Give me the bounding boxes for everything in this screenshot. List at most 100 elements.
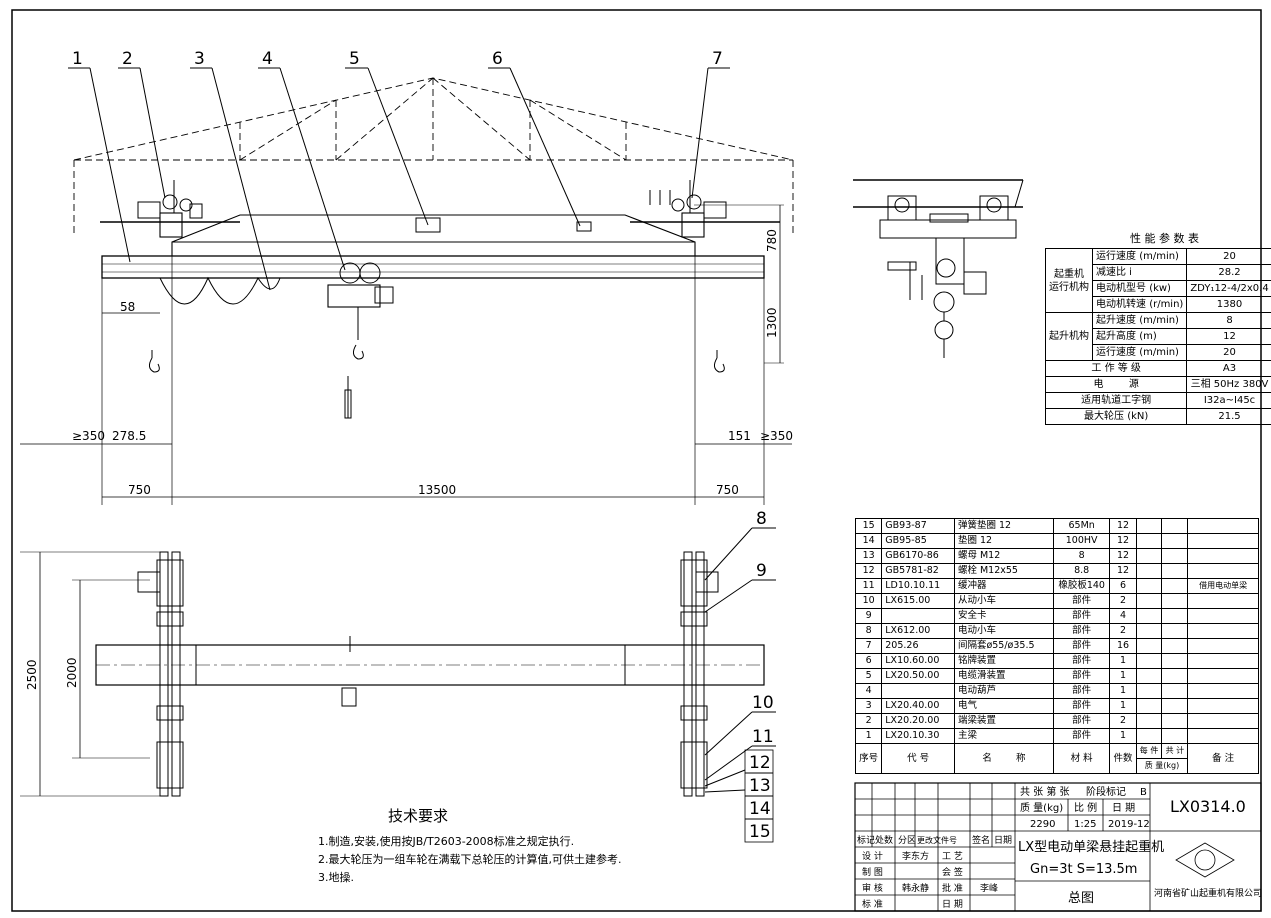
- company-name: 河南省矿山起重机有限公司: [1154, 887, 1262, 899]
- bom-cell-qty: 12: [1109, 563, 1137, 579]
- bom-cell-code: LX20.40.00: [881, 698, 955, 714]
- dim-58: 58: [120, 300, 135, 314]
- bom-cell-empty: [1135, 698, 1163, 714]
- bom-header-material: 材 料: [1052, 743, 1111, 774]
- bom-cell-code: LX20.50.00: [881, 668, 955, 684]
- bom-cell-empty: [1161, 638, 1189, 654]
- callout-9: 9: [756, 561, 767, 581]
- tb-approver: 李峰: [980, 882, 998, 894]
- tb-label-std: 标 准: [862, 898, 883, 910]
- bom-cell-material: 橡胶板140: [1052, 578, 1111, 594]
- callout-7: 7: [712, 49, 723, 69]
- perf-label: 电动机型号 (kw): [1091, 280, 1188, 297]
- bom-cell-material: 8.8: [1052, 563, 1111, 579]
- perf-wide-label: 工 作 等 级: [1044, 360, 1188, 377]
- bom-cell-material: 部件: [1052, 728, 1111, 744]
- tech-line-3: 3.地操.: [318, 870, 354, 884]
- bom-cell-code: [881, 683, 955, 699]
- tb-label-drawn: 制 图: [862, 866, 883, 878]
- callout-1: 1: [72, 49, 83, 69]
- callout-4: 4: [262, 49, 273, 69]
- perf-value: 1380: [1186, 296, 1271, 313]
- bom-header-no: 序号: [854, 743, 883, 774]
- bom-cell-empty: [1135, 548, 1163, 564]
- bom-cell-code: LX20.20.00: [881, 713, 955, 729]
- perf-label: 运行速度 (m/min): [1091, 344, 1188, 361]
- bom-cell-material: 部件: [1052, 653, 1111, 669]
- bom-cell-empty: [1135, 578, 1163, 594]
- bom-cell-empty: [1135, 593, 1163, 609]
- perf-label: 起升速度 (m/min): [1091, 312, 1188, 329]
- bom-cell-material: 65Mn: [1052, 518, 1111, 534]
- bom-cell-empty: [1161, 713, 1189, 729]
- bom-cell-material: 100HV: [1052, 533, 1111, 549]
- tech-line-2: 2.最大轮压为一组车轮在满载下总轮压的计算值,可供土建参考.: [318, 852, 622, 866]
- perf-title: 性 能 参 数 表: [1130, 231, 1199, 245]
- bom-cell-note: [1187, 518, 1259, 534]
- bom-cell-name: 螺母 M12: [953, 548, 1054, 564]
- dim-2000: 2000: [65, 657, 79, 688]
- bom-cell-code: GB5781-82: [881, 563, 955, 579]
- tech-title: 技术要求: [388, 807, 448, 825]
- bom-cell-empty: [1161, 728, 1189, 744]
- bom-cell-name: 垫圈 12: [953, 533, 1054, 549]
- bom-cell-qty: 1: [1109, 653, 1137, 669]
- tb-label-countersign: 会 签: [942, 866, 963, 878]
- bom-cell-empty: [1135, 713, 1163, 729]
- tb-mass: 2290: [1030, 819, 1055, 830]
- bom-cell-note: [1187, 638, 1259, 654]
- title-block: [854, 782, 1262, 912]
- tb-label-count: 处数: [875, 834, 893, 846]
- tb-label-design: 设 计: [862, 850, 883, 862]
- bom-cell-empty: [1135, 563, 1163, 579]
- drawing-subtitle: Gn=3t S=13.5m: [1030, 862, 1137, 877]
- perf-value: 28.2: [1186, 264, 1271, 281]
- callout-3: 3: [194, 49, 205, 69]
- bom-cell-material: 部件: [1052, 593, 1111, 609]
- callout-13: 13: [749, 776, 771, 796]
- bom-cell-empty: [1135, 638, 1163, 654]
- bom-cell-note: [1187, 728, 1259, 744]
- bom-cell-note: 借用电动单梁: [1187, 578, 1259, 594]
- perf-wide-value: 21.5: [1186, 408, 1271, 425]
- bom-cell-qty: 4: [1109, 608, 1137, 624]
- plan-view: [20, 527, 776, 843]
- tb-label-review: 审 核: [862, 882, 883, 894]
- bom-cell-name: 电动葫芦: [953, 683, 1054, 699]
- bom-cell-empty: [1135, 683, 1163, 699]
- perf-wide-value: 三相 50Hz 380V: [1186, 376, 1271, 393]
- bom-cell-empty: [1161, 653, 1189, 669]
- tb-label-zone: 分区: [898, 835, 916, 846]
- tb-date-label: 日 期: [1112, 802, 1135, 814]
- bom-header-note: 备 注: [1187, 743, 1259, 774]
- tb-label-date: 日期: [994, 835, 1012, 846]
- bom-cell-name: 缓冲器: [953, 578, 1054, 594]
- bom-cell-no: 10: [854, 593, 883, 609]
- tb-label-doc: 更改文件号: [917, 835, 957, 845]
- callout-8: 8: [756, 509, 767, 529]
- sheet-border: [11, 9, 1262, 912]
- bom-header-qty: 件数: [1109, 743, 1137, 774]
- bom-cell-note: [1187, 653, 1259, 669]
- dim-780: 780: [765, 229, 779, 252]
- bom-cell-empty: [1161, 518, 1189, 534]
- bom-cell-empty: [1135, 608, 1163, 624]
- dim-350-right: ≥350: [760, 429, 793, 443]
- bom-cell-note: [1187, 698, 1259, 714]
- bom-cell-note: [1187, 668, 1259, 684]
- callout-12: 12: [749, 753, 771, 773]
- bom-cell-no: 8: [854, 623, 883, 639]
- bom-cell-qty: 1: [1109, 728, 1137, 744]
- bom-cell-empty: [1161, 533, 1189, 549]
- dim-278-5: 278.5: [112, 429, 146, 443]
- bom-cell-empty: [1135, 533, 1163, 549]
- perf-label: 减速比 i: [1091, 264, 1188, 281]
- bom-cell-no: 6: [854, 653, 883, 669]
- bom-cell-qty: 12: [1109, 518, 1137, 534]
